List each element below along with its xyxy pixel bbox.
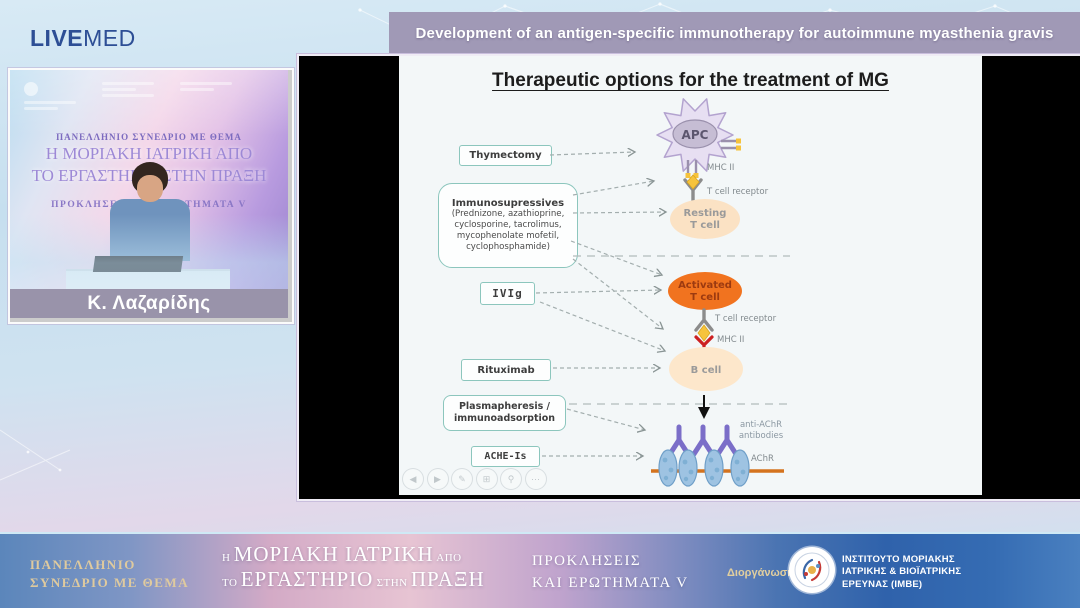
video-backdrop: ΠΑΝΕΛΛΗΝΙΟ ΣΥΝΕΔΡΙΟ ΜΕ ΘΕΜΑ Η ΜΟΡΙΑΚΗ ΙΑ…	[10, 70, 288, 289]
speaker-name-band: Κ. Λαζαρίδης	[10, 289, 288, 318]
backdrop-title-line2: ΤΟ ΕΡΓΑΣΤΗΡΙΟ ΣΤΗΝ ΠΡΑΞΗ	[31, 166, 267, 185]
backdrop-logo-row	[24, 82, 274, 110]
svg-text:T cell: T cell	[690, 220, 720, 231]
treatment-box-plasmapheresis: Plasmapheresis / immunoadsorption	[443, 395, 566, 431]
backdrop-subtitle-line: ΠΡΟΚΛΗΣΕΙΣ ΚΑΙ ΕΡΩΤΗΜΑΤΑ V	[51, 200, 247, 210]
pen-icon[interactable]: ✎	[451, 468, 473, 490]
backdrop-title-line1: Η ΜΟΡΙΑΚΗ ΙΑΤΡΙΚΗ ΑΠΟ	[45, 144, 253, 163]
livemed-logo: LIVEMED	[30, 25, 136, 52]
slide-title: Therapeutic options for the treatment of…	[492, 70, 889, 91]
imbe-logo	[789, 547, 835, 593]
achr-receptor-icons	[658, 449, 750, 487]
speaker-name: Κ. Λαζαρίδης	[87, 292, 211, 314]
immune-pathway-diagram: APC Resting	[535, 98, 790, 487]
activated-t-cell: Activated T cell	[668, 272, 742, 310]
footer-subtitle: ΠΡΟΚΛΗΣΕΙΣ ΚΑΙ ΕΡΩΤΗΜΑΤΑ V	[532, 553, 689, 591]
antibody-icons	[667, 424, 739, 457]
lecture-title-banner: Development of an antigen-specific immun…	[389, 12, 1080, 54]
pillarbox-left	[299, 56, 399, 495]
previous-slide-icon[interactable]: ◀	[402, 468, 424, 490]
anti-achr-label: anti-AChR antibodies	[738, 420, 784, 441]
resting-t-cell: Resting T cell	[670, 199, 740, 239]
tcr-top-label: T cell receptor	[707, 187, 769, 197]
institute-name: ΙΝΣΤΙΤΟΥΤΟ ΜΟΡΙΑΚΗΣ ΙΑΤΡΙΚΗΣ & ΒΙΟΪΑΤΡΙΚ…	[842, 554, 962, 590]
speaker-video: ΠΑΝΕΛΛΗΝΙΟ ΣΥΝΕΔΡΙΟ ΜΕ ΘΕΜΑ Η ΜΟΡΙΑΚΗ ΙΑ…	[8, 68, 294, 324]
treatment-box-ache-inhibitors: ACHE-Is	[471, 446, 540, 467]
more-options-icon[interactable]: ⋯	[524, 468, 547, 490]
apc-label: APC	[682, 128, 709, 142]
mhc2-molecule-tips	[685, 138, 741, 178]
apc-cell: APC	[656, 98, 734, 172]
backdrop-logo-cluster	[24, 82, 76, 110]
mhc2-bottom-label: MHC II	[717, 335, 745, 345]
t-cell-receptor-bottom-icon	[694, 308, 714, 332]
backdrop-logo-cluster	[102, 82, 154, 110]
lecture-title: Development of an antigen-specific immun…	[415, 24, 1054, 42]
slideshow-toolbar: ◀ ▶ ✎ ⊞ ⚲ ⋯	[402, 468, 547, 490]
speaker-torso	[110, 199, 190, 261]
achr-label: AChR	[751, 454, 774, 464]
all-slides-icon[interactable]: ⊞	[475, 468, 498, 490]
speaker-head	[132, 162, 168, 194]
footer-banner: ΠΑΝΕΛΛΗΝΙΟ ΣΥΝΕΔΡΙΟ ΜΕ ΘΕΜΑ Η ΜΟΡΙΑΚΗ ΙΑ…	[0, 532, 1080, 608]
immunosuppressive-drug-list: (Prednizone, azathioprine, cyclosporine,…	[451, 208, 565, 253]
tcr-bottom-label: T cell receptor	[715, 314, 777, 324]
antigen-peptide-icon	[686, 174, 700, 190]
presentation-region: Therapeutic options for the treatment of…	[297, 54, 1080, 501]
svg-text:Resting: Resting	[684, 208, 727, 219]
speaker-face	[137, 175, 163, 202]
zoom-icon[interactable]: ⚲	[500, 468, 522, 490]
imbe-logo-icon	[794, 552, 830, 588]
livemed-logo-light: MED	[83, 25, 136, 51]
organizer-logo-icon	[24, 82, 38, 96]
organizer-label: Διοργάνωση:	[727, 567, 798, 579]
treatment-box-immunosuppressives: Immunosupressives (Prednizone, azathiopr…	[438, 183, 578, 268]
antigen-peptide-icon	[697, 324, 711, 342]
footer-congress-text: ΠΑΝΕΛΛΗΝΙΟ ΣΥΝΕΔΡΙΟ ΜΕ ΘΕΜΑ	[30, 557, 190, 590]
backdrop-logo-cluster	[180, 82, 232, 110]
backdrop-congress-line: ΠΑΝΕΛΛΗΝΙΟ ΣΥΝΕΔΡΙΟ ΜΕ ΘΕΜΑ	[56, 132, 242, 142]
svg-text:B cell: B cell	[691, 365, 722, 376]
next-slide-icon[interactable]: ▶	[426, 468, 449, 490]
treatment-box-ivig: IVIg	[480, 282, 535, 305]
pillarbox-right	[982, 56, 1078, 495]
livemed-logo-bold: LIVE	[30, 25, 84, 51]
dashed-connectors	[535, 152, 790, 456]
slide: Therapeutic options for the treatment of…	[399, 56, 982, 495]
svg-text:Activated: Activated	[678, 280, 732, 291]
footer-congress-title: Η ΜΟΡΙΑΚΗ ΙΑΤΡΙΚΗ ΑΠΟ ΤΟ ΕΡΓΑΣΤΗΡΙΟ ΣΤΗΝ…	[222, 542, 485, 591]
treatment-box-rituximab: Rituximab	[461, 359, 551, 381]
podium-laptop	[92, 256, 184, 272]
podium	[66, 269, 230, 289]
svg-text:T cell: T cell	[690, 292, 720, 303]
b-cell: B cell	[669, 347, 743, 391]
mhc2-top-label: MHC II	[707, 163, 735, 173]
